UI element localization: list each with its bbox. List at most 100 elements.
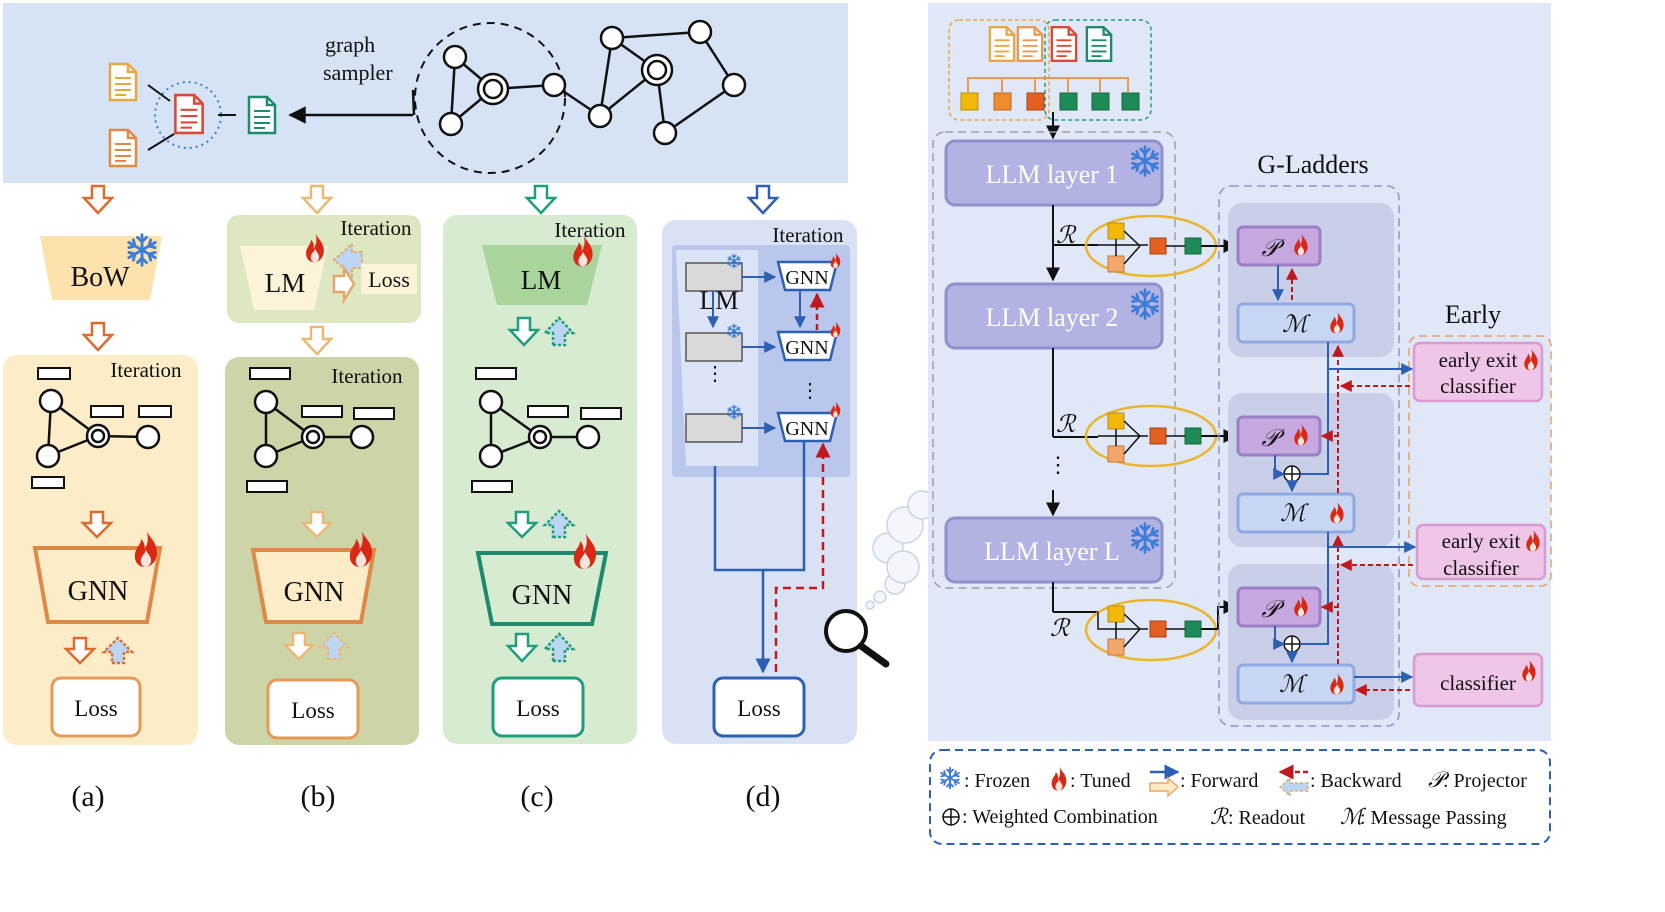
document-icon [1085, 26, 1113, 62]
projector-box-1 [1236, 225, 1322, 267]
classifier-box [1412, 652, 1544, 708]
input-graph [414, 19, 747, 174]
projector-box-3 [1236, 586, 1322, 628]
caption-c: (c) [520, 780, 553, 813]
ladder-block-3: 𝒫 ℳ [1228, 564, 1394, 720]
readout-symbol-3: ℛ [1050, 616, 1071, 642]
readout-symbol-1: ℛ [1056, 223, 1077, 249]
graph-a [31, 367, 172, 489]
sampler-label-1: graph [325, 32, 375, 57]
readout-symbol-2: ℛ [1056, 412, 1077, 438]
projector-box-2 [1236, 415, 1322, 457]
early-exit-classifier-1 [1412, 341, 1544, 403]
svg-text:: Backward: : Backward [1310, 770, 1402, 792]
sampler-arrow [411, 89, 416, 116]
readout-2: ℛ [1053, 404, 1238, 468]
early-exit-classifier-2 [1415, 523, 1547, 581]
panel-c: Iteration LM GNN Loss [443, 215, 637, 744]
iteration-label-d: Iteration [772, 223, 844, 247]
readout-1: ℛ [1053, 214, 1238, 278]
document-icon [988, 26, 1016, 62]
document-icon [174, 93, 204, 135]
legend: : Frozen : Tuned : Forward : Backward 𝒫 … [929, 749, 1551, 845]
svg-text:ℳ: ℳ [1280, 501, 1309, 527]
svg-text:early exit: early exit [1442, 529, 1521, 553]
caption-d: (d) [746, 780, 781, 813]
svg-text:early exit: early exit [1439, 348, 1518, 372]
mp-box-2 [1236, 492, 1356, 534]
iteration-label-a: Iteration [110, 358, 182, 382]
gnn1-label-d: GNN [785, 267, 828, 289]
iteration-label-c: Iteration [554, 218, 626, 242]
llm-layer-1-label: LLM layer 1 [986, 160, 1119, 189]
caption-b: (b) [301, 780, 336, 813]
down-arrow-c [524, 184, 558, 215]
llm-layer-2-label: LLM layer 2 [986, 303, 1119, 332]
mp-box-3 [1236, 663, 1356, 705]
svg-text:classifier: classifier [1440, 671, 1516, 695]
document-icon [108, 128, 138, 168]
panel-a: BoW Iteration GNN Loss [3, 233, 198, 745]
document-icon [1050, 26, 1078, 62]
svg-text:: Frozen: : Frozen [964, 770, 1030, 792]
sampler-label-2: sampler [323, 60, 393, 85]
loss-label-c: Loss [516, 696, 560, 721]
svg-text:classifier: classifier [1443, 556, 1519, 580]
loss-label-d: Loss [737, 696, 781, 721]
magnifier-icon [824, 609, 890, 668]
panel-b: Iteration LM Loss Iteration GNN Loss [225, 215, 421, 745]
gnn-label-b: GNN [284, 577, 345, 608]
ladder-block-2: 𝒫 ℳ [1228, 393, 1394, 547]
document-icon [247, 95, 277, 135]
iteration-top-label-b: Iteration [340, 216, 412, 240]
svg-text:ℳ: ℳ [1282, 312, 1311, 338]
down-arrow-b [300, 184, 334, 215]
gnn3-label-d: GNN [785, 418, 828, 440]
gnn-label-a: GNN [68, 576, 129, 607]
loss-label-a: Loss [74, 696, 118, 721]
caption-a: (a) [71, 780, 104, 813]
svg-text:: Message Passing: : Message Passing [1360, 807, 1507, 829]
mp-box-1 [1236, 302, 1356, 344]
lm-label-d: LM [700, 286, 739, 315]
graph-c [471, 367, 622, 493]
svg-text:: Projector: : Projector [1443, 770, 1527, 792]
loss-box-d [712, 676, 806, 738]
down-arrow-d [746, 184, 780, 215]
svg-text:⋮: ⋮ [705, 363, 725, 385]
llm-layer-l-label: LLM layer L [984, 537, 1120, 566]
svg-text:: Tuned: : Tuned [1070, 770, 1131, 792]
loss-box-b [266, 678, 360, 740]
loss-label-b: Loss [291, 698, 335, 723]
loss-box-c [491, 676, 585, 738]
loss-box-a [50, 676, 142, 738]
loss-side-label-b: Loss [368, 267, 410, 292]
svg-text:: Weighted Combination: : Weighted Combination [962, 806, 1158, 828]
early-title: Early [1445, 300, 1501, 329]
svg-text:⋮: ⋮ [1047, 452, 1069, 477]
iteration-label-b: Iteration [331, 364, 403, 388]
gnn2-label-d: GNN [785, 337, 828, 359]
document-icon [108, 62, 138, 102]
panel-d: Iteration LM ⋮ GNN GNN GNN ⋮ Loss [662, 220, 857, 744]
document-cluster [108, 62, 277, 168]
gnn-label-c: GNN [512, 580, 573, 611]
g-ladders-title: G-Ladders [1257, 150, 1368, 179]
svg-text:: Forward: : Forward [1180, 770, 1258, 792]
graph-b [246, 367, 395, 493]
svg-text:ℳ: ℳ [1340, 804, 1367, 829]
readout-3: ℛ [1050, 598, 1238, 662]
lm-label-b: LM [265, 268, 306, 298]
svg-text:⋮: ⋮ [800, 380, 820, 402]
svg-text:ℳ: ℳ [1279, 672, 1308, 698]
lm-label-c: LM [521, 265, 562, 295]
ladder-block-1: 𝒫 ℳ [1228, 203, 1394, 357]
document-icon [1016, 26, 1044, 62]
input-documents [948, 19, 1152, 140]
svg-text:: Readout: : Readout [1228, 807, 1306, 829]
svg-text:ℛ: ℛ [1210, 804, 1229, 829]
thought-cloud-icon [865, 490, 937, 610]
down-arrow-a [81, 184, 115, 215]
svg-text:classifier: classifier [1440, 374, 1516, 398]
